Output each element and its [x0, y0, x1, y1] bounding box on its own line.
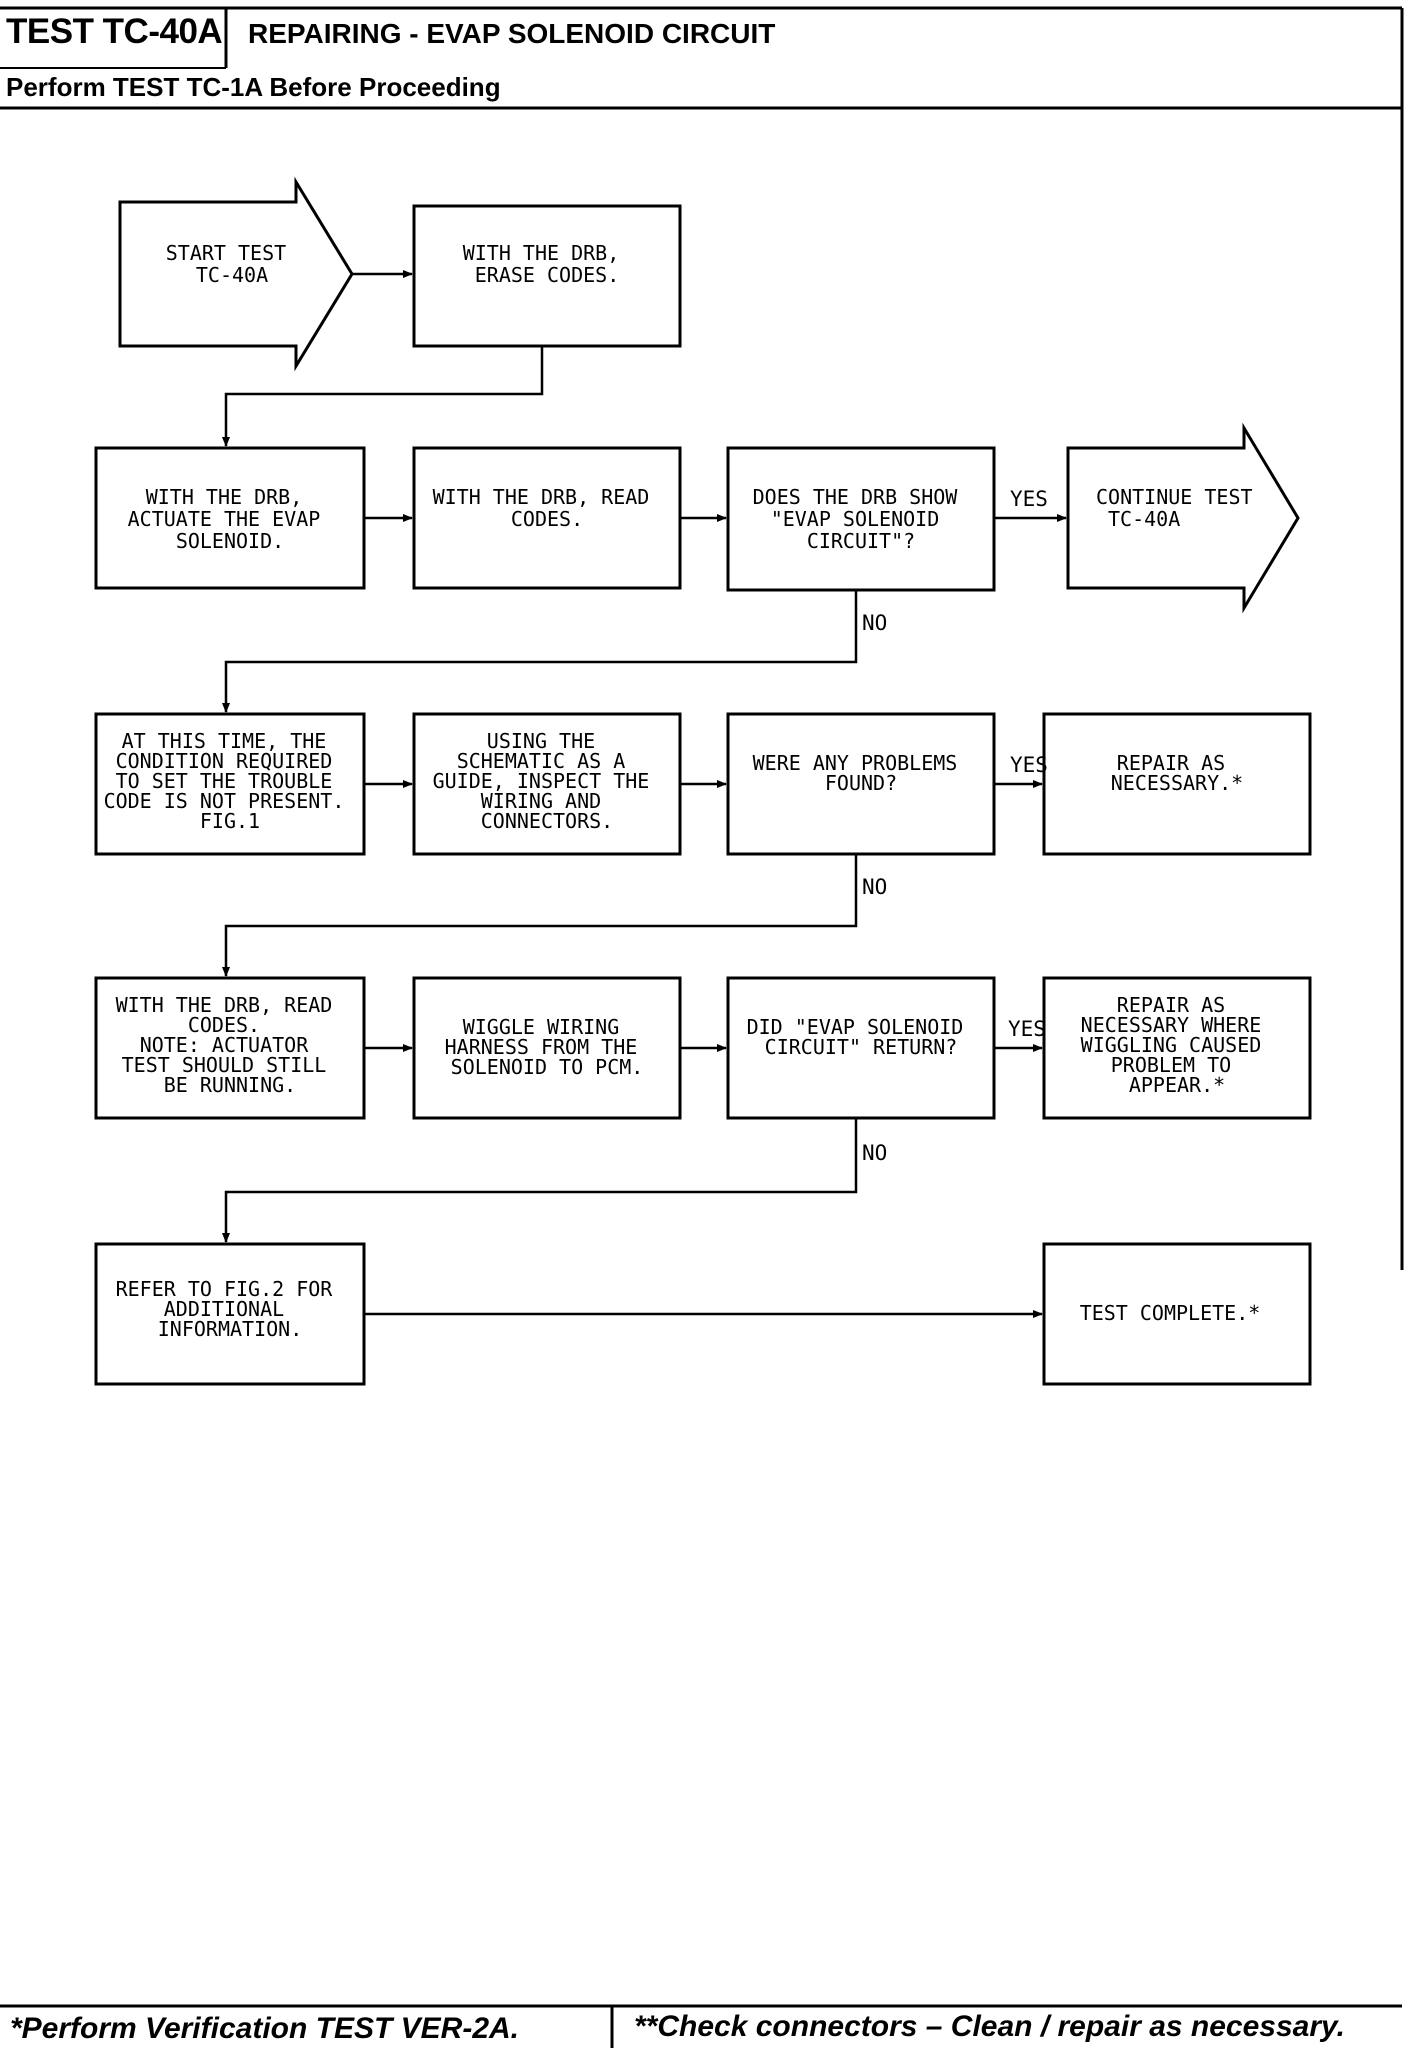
inspect-wiring-text: USING THE SCHEMATIC AS A GUIDE, INSPECT …: [433, 729, 662, 833]
footer-connector-note: **Check connectors – Clean / repair as n…: [634, 2010, 1345, 2043]
page-title: REPAIRING - EVAP SOLENOID CIRCUIT: [248, 18, 776, 49]
no-label-1: NO: [862, 611, 887, 635]
connector-lines: [222, 270, 1067, 1318]
repair1-text: REPAIR AS NECESSARY.*: [1111, 751, 1243, 795]
continue-arrow-shape: [1066, 422, 1300, 614]
start-arrow-shape: [118, 176, 354, 372]
wiggle-text: WIGGLE WIRING HARNESS FROM THE SOLENOID …: [445, 1015, 650, 1079]
continue-text: CONTINUE TEST TC-40A: [1096, 485, 1265, 531]
erase-codes-box: [412, 204, 682, 348]
actuate-text: WITH THE DRB, ACTUATE THE EVAP SOLENOID.: [128, 485, 333, 553]
no-label-2: NO: [862, 875, 887, 899]
page-border: [0, 6, 1404, 2048]
refer-fig2-text: REFER TO FIG.2 FOR ADDITIONAL INFORMATIO…: [116, 1277, 345, 1341]
start-text: START TEST TC-40A: [166, 241, 298, 287]
repair-box-1: [1042, 712, 1312, 856]
question2-text: WERE ANY PROBLEMS FOUND?: [753, 751, 970, 795]
read2-text: WITH THE DRB, READ CODES. NOTE: ACTUATOR…: [116, 993, 345, 1097]
yes-label-2: YES: [1010, 753, 1048, 777]
footer-verification-note: *Perform Verification TEST VER-2A.: [10, 2012, 520, 2045]
question3-text: DID "EVAP SOLENOID CIRCUIT" RETURN?: [747, 1015, 976, 1059]
repair-box-2: [1042, 976, 1312, 1120]
question1-text: DOES THE DRB SHOW "EVAP SOLENOID CIRCUIT…: [753, 485, 970, 553]
test-id-header: TEST TC-40A: [6, 12, 223, 51]
yes-label-1: YES: [1010, 487, 1048, 511]
repair2-text: REPAIR AS NECESSARY WHERE WIGGLING CAUSE…: [1081, 993, 1274, 1097]
test-complete-text: TEST COMPLETE.*: [1080, 1301, 1261, 1325]
no-label-3: NO: [862, 1141, 887, 1165]
test-complete-box: [1042, 1242, 1312, 1386]
at-this-time-text: AT THIS TIME, THE CONDITION REQUIRED TO …: [104, 729, 357, 833]
yes-label-3: YES: [1008, 1017, 1046, 1041]
read1-text: WITH THE DRB, READ CODES.: [433, 485, 662, 531]
prerequisite-note: Perform TEST TC-1A Before Proceeding: [6, 72, 501, 102]
erase-text: WITH THE DRB, ERASE CODES.: [463, 241, 632, 287]
